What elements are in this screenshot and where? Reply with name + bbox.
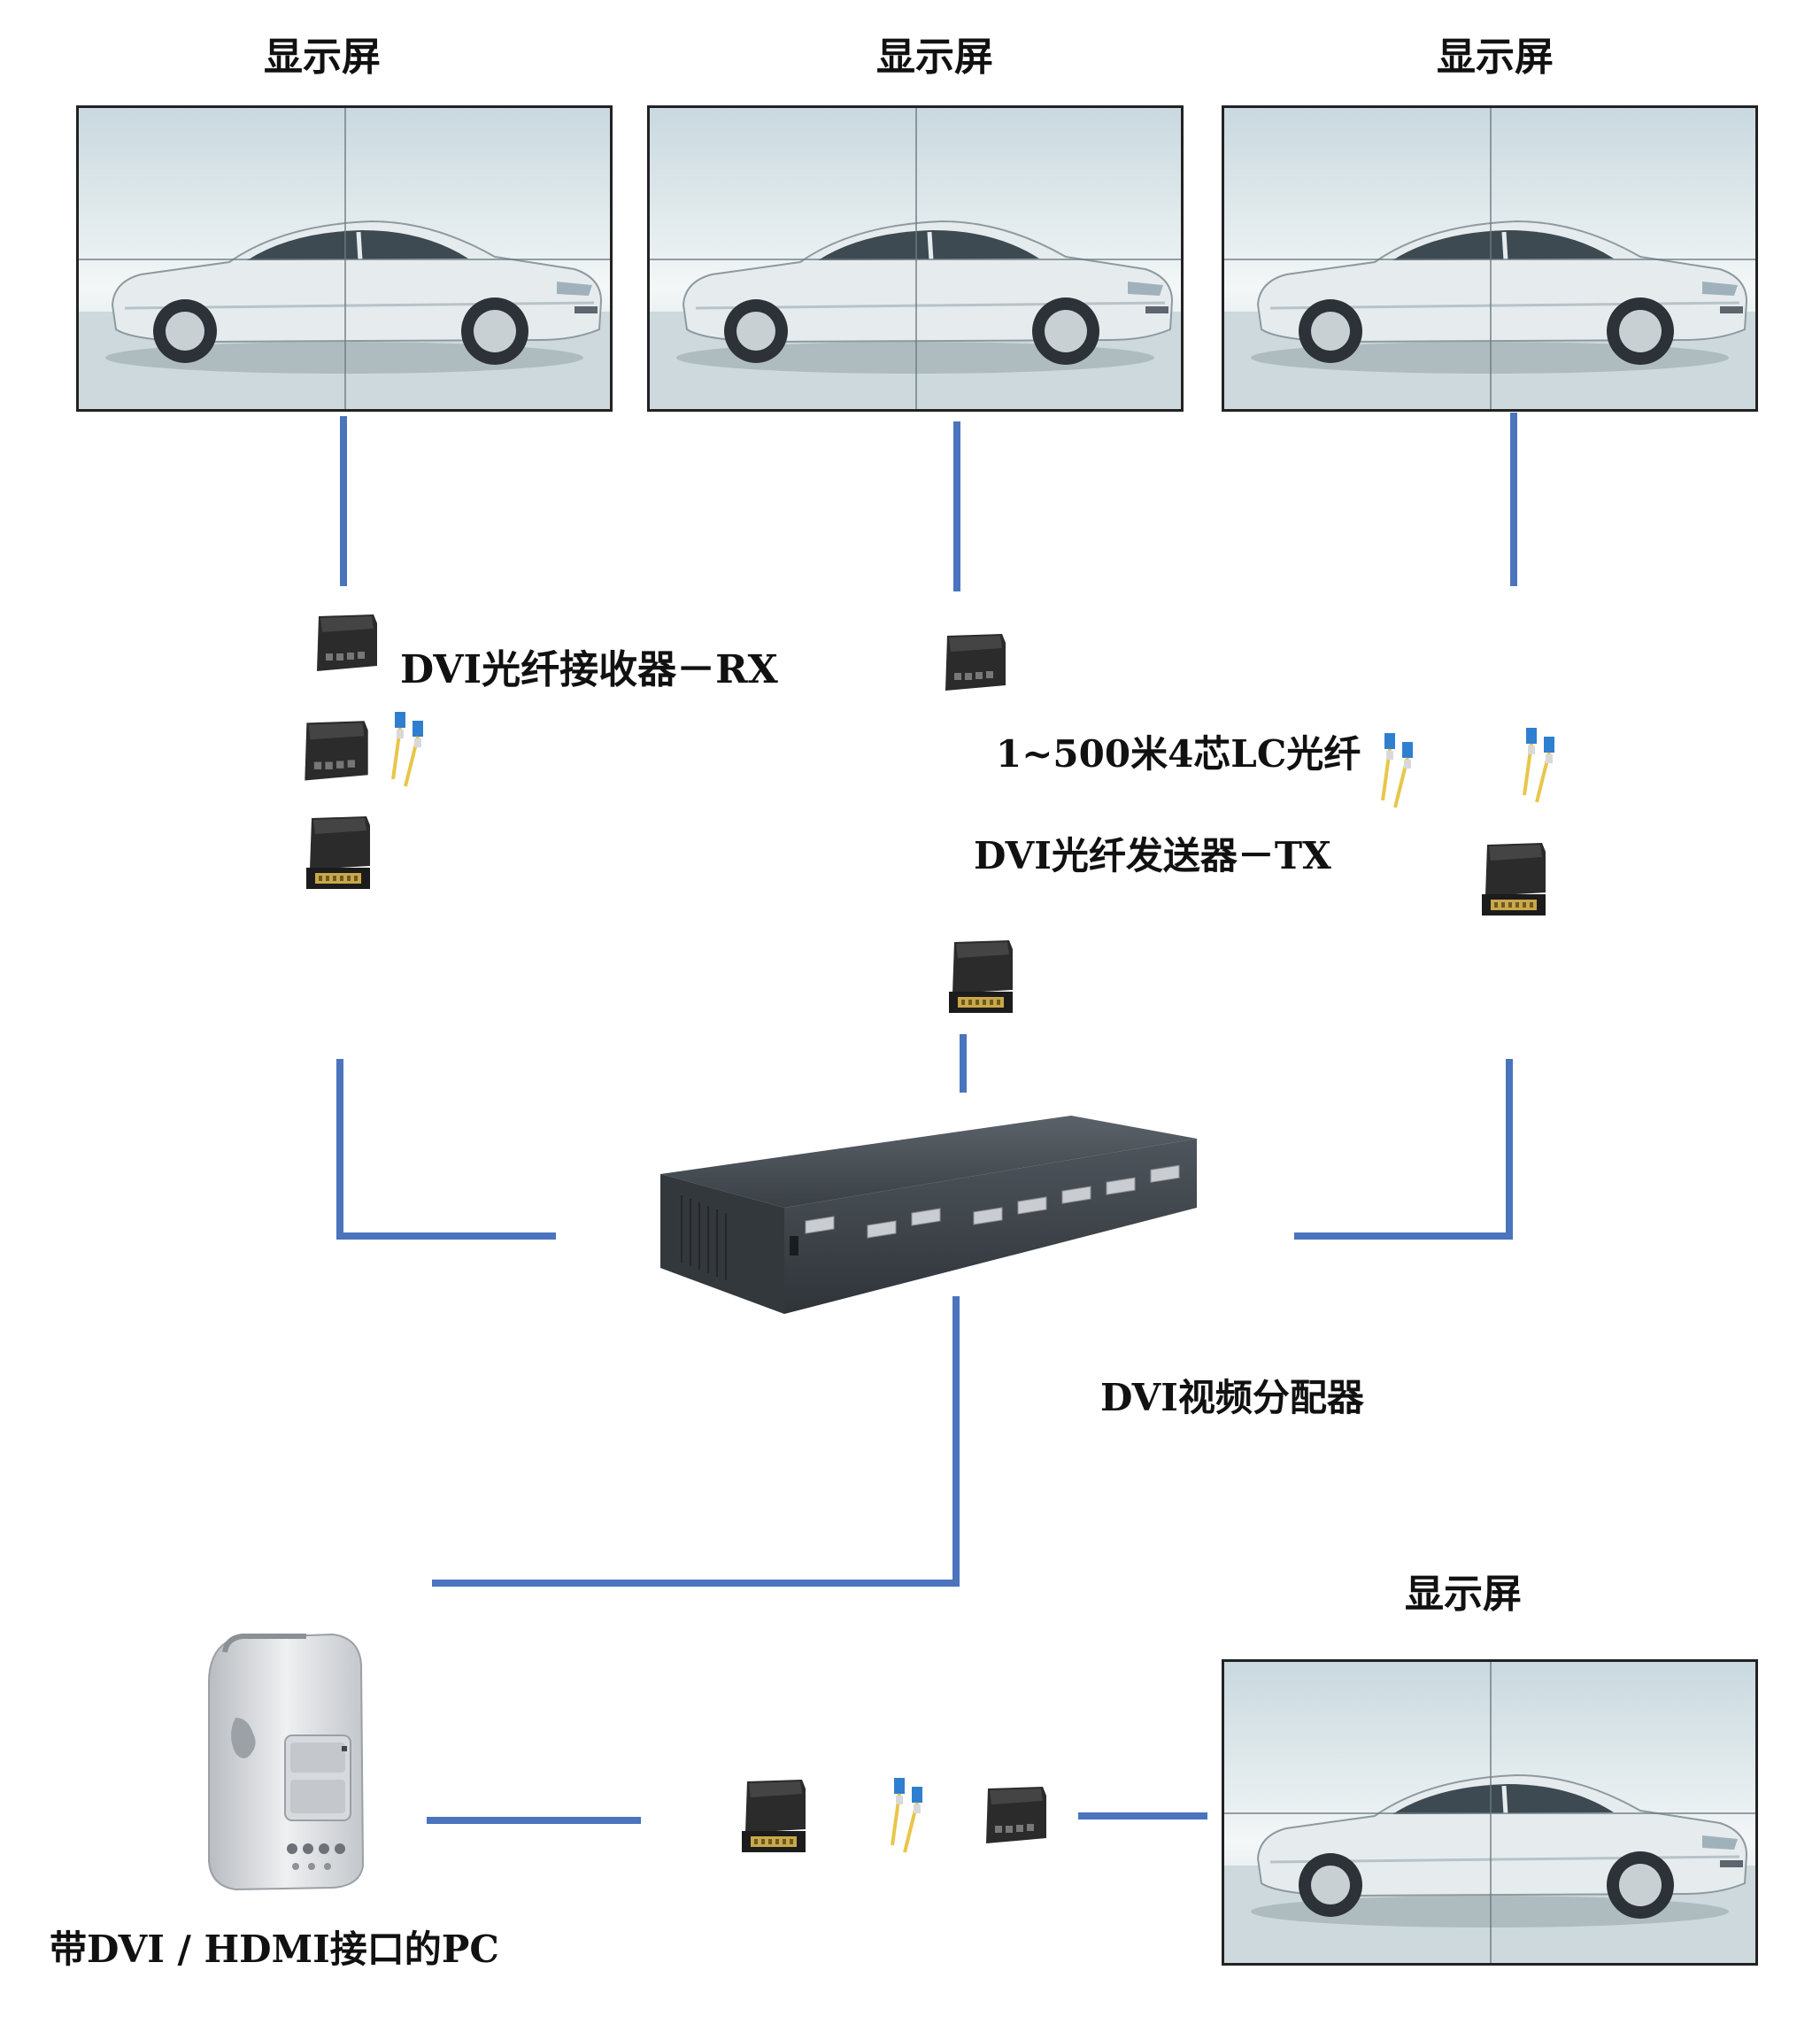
car-image xyxy=(1224,220,1755,409)
cable-line xyxy=(340,416,347,586)
dvi-transmitter-icon xyxy=(306,816,370,889)
pc-tower-icon xyxy=(208,1633,365,1891)
dvi-receiver-icon xyxy=(305,721,368,781)
screen-label-1: 显示屏 xyxy=(264,35,381,80)
fiber-label: 1~500米4芯LC光纤 xyxy=(996,732,1361,776)
cable-line xyxy=(953,421,960,591)
cable-line xyxy=(432,1580,960,1587)
dvi-transmitter-icon xyxy=(742,1780,806,1852)
cable-line xyxy=(1506,1059,1513,1240)
lc-fiber-icon xyxy=(1381,733,1413,808)
cable-line xyxy=(427,1817,641,1824)
dvi-transmitter-icon xyxy=(1482,843,1546,916)
display-screen-4 xyxy=(1222,1659,1758,1966)
cable-line xyxy=(1510,413,1517,586)
display-screen-2 xyxy=(647,105,1184,412)
display-screen-1 xyxy=(76,105,613,412)
pc-label: 带DVI / HDMI接口的PC xyxy=(50,1928,499,1971)
lc-fiber-icon xyxy=(391,712,423,787)
cable-line xyxy=(1078,1812,1207,1820)
dvi-transmitter-icon xyxy=(949,940,1013,1013)
cable-line xyxy=(336,1059,343,1240)
video-splitter-icon xyxy=(660,1116,1197,1314)
lc-fiber-icon xyxy=(891,1778,922,1853)
splitter-label: DVI视频分配器 xyxy=(1100,1376,1364,1419)
cable-line xyxy=(952,1296,960,1587)
screen-label-4: 显示屏 xyxy=(1405,1572,1522,1617)
tx-label: DVI光纤发送器－TX xyxy=(974,834,1331,877)
screen-label-2: 显示屏 xyxy=(876,35,993,80)
car-image xyxy=(650,220,1181,409)
lc-fiber-icon xyxy=(1523,728,1554,803)
screen-label-3: 显示屏 xyxy=(1437,35,1554,80)
cable-line xyxy=(960,1034,967,1093)
cable-line xyxy=(1294,1232,1513,1240)
rx-label: DVI光纤接收器－RX xyxy=(400,647,778,692)
dvi-receiver-icon xyxy=(986,1787,1046,1843)
display-screen-3 xyxy=(1222,105,1758,412)
cable-line xyxy=(336,1232,556,1240)
dvi-receiver-icon xyxy=(317,614,377,671)
dvi-receiver-icon xyxy=(945,634,1006,691)
